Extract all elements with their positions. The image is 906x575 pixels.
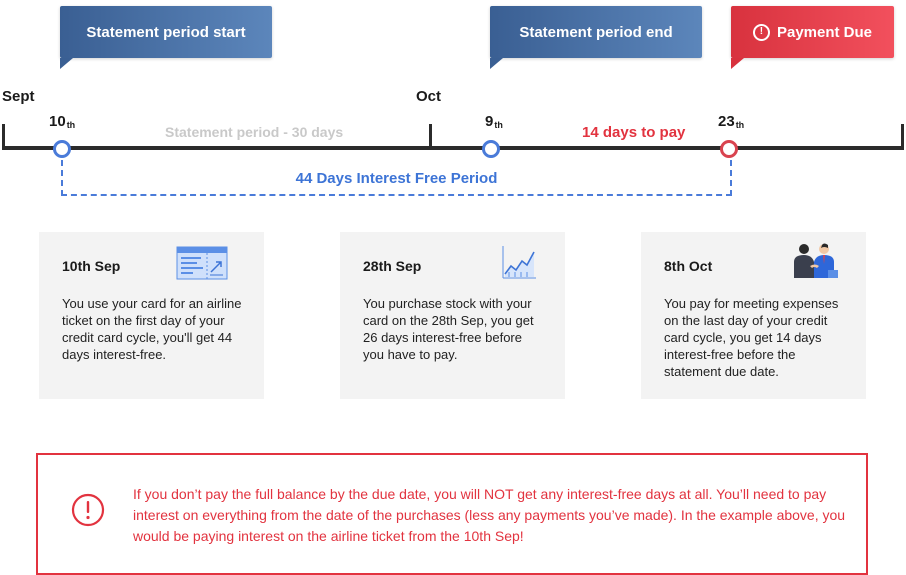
warning-box: If you don’t pay the full balance by the… [36, 453, 868, 575]
day-due: 23th [718, 113, 745, 130]
payment-due-label: Payment Due [776, 23, 873, 41]
payment-due-callout: ! Payment Due [731, 6, 894, 69]
marker-statement-end [482, 140, 500, 158]
meeting-handshake-icon [790, 242, 840, 285]
timeline-tick-oct [429, 124, 432, 150]
card-description: You use your card for an airline ticket … [62, 296, 242, 362]
days-to-pay-label: 14 days to pay [582, 124, 686, 141]
airline-ticket-icon [176, 246, 228, 285]
card-title: 8th Oct [664, 258, 713, 274]
marker-payment-due [720, 140, 738, 158]
day-start: 10th [49, 113, 76, 130]
example-card-meeting: 8th Oct You pay for meeting expenses on … [641, 232, 866, 399]
stock-chart-icon [501, 244, 537, 285]
month-sept: Sept [2, 88, 35, 105]
alert-icon: ! [752, 23, 770, 41]
card-description: You pay for meeting expenses on the last… [664, 296, 839, 379]
interest-free-label: 44 Days Interest Free Period [295, 170, 498, 187]
timeline-tick-end [901, 124, 904, 150]
card-description: You purchase stock with your card on the… [363, 296, 534, 362]
statement-start-label: Statement period start [86, 23, 246, 41]
statement-end-label: Statement period end [519, 23, 673, 41]
warning-text: If you don’t pay the full balance by the… [133, 486, 846, 544]
exclamation-circle-icon [71, 493, 105, 532]
interest-free-bracket: 44 Days Interest Free Period [61, 160, 732, 196]
card-title: 28th Sep [363, 258, 422, 274]
day-end: 9th [485, 113, 503, 130]
card-title: 10th Sep [62, 258, 121, 274]
example-card-airline: 10th Sep You use your card for an airlin… [39, 232, 264, 399]
timeline-tick-start [2, 124, 5, 150]
statement-period-label: Statement period - 30 days [165, 124, 344, 140]
month-oct: Oct [416, 88, 442, 105]
timeline-axis [2, 146, 904, 150]
example-card-stock: 28th Sep You purchase stock with your ca… [340, 232, 565, 399]
marker-statement-start [53, 140, 71, 158]
statement-end-callout: Statement period end [490, 6, 702, 69]
statement-start-callout: Statement period start [60, 6, 272, 69]
